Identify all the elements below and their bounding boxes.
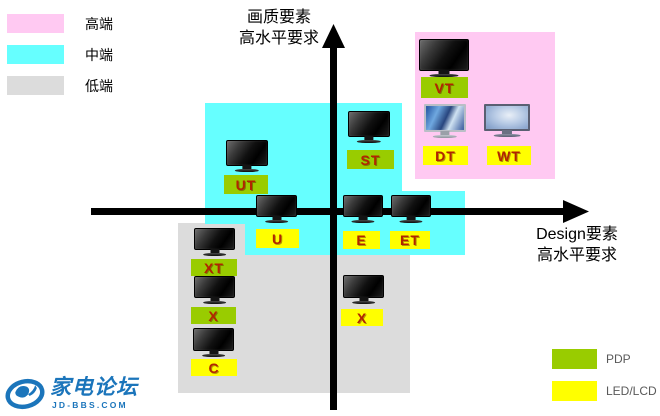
lcd-swatch <box>552 381 597 401</box>
panel-legend-row-pdp: PDP <box>552 349 657 369</box>
mid-range-label: 中端 <box>85 46 113 63</box>
tier-legend-row-high: 高端 <box>7 14 113 33</box>
x-axis-title: Design要素 高水平要求 <box>522 224 632 266</box>
y-axis-line <box>330 45 337 410</box>
logo-title: 家电论坛 <box>50 376 138 399</box>
high-end-label: 高端 <box>85 15 113 32</box>
y-axis-title-line2: 高水平要求 <box>238 30 319 48</box>
forum-logo: 家电论坛 JD-BBS.COM <box>4 376 138 411</box>
low-end-label: 低端 <box>85 77 113 94</box>
tier-legend-row-mid: 中端 <box>7 45 113 64</box>
y-axis-arrowhead-icon <box>322 24 345 48</box>
pdp-label: PDP <box>606 352 631 366</box>
logo-swoosh-icon <box>5 378 45 410</box>
x-axis-title-line1: Design要素 <box>536 226 618 243</box>
pdp-swatch <box>552 349 597 369</box>
tier-legend: 高端 中端 低端 <box>7 14 113 107</box>
mid-range-swatch <box>7 45 64 64</box>
high-end-swatch <box>7 14 64 33</box>
tier-legend-row-low: 低端 <box>7 76 113 95</box>
panel-legend-row-lcd: LED/LCD <box>552 381 657 401</box>
x-axis-arrowhead-icon <box>563 200 589 223</box>
logo-subtitle: JD-BBS.COM <box>52 400 128 411</box>
y-axis-title: 画质要素 高水平要求 <box>231 7 327 49</box>
x-axis-title-line2: 高水平要求 <box>536 247 617 265</box>
x-axis-line <box>91 208 566 215</box>
low-end-swatch <box>7 76 64 95</box>
panel-legend: PDP LED/LCD <box>552 349 657 413</box>
lcd-label: LED/LCD <box>606 384 657 398</box>
y-axis-title-line1: 画质要素 <box>246 9 311 26</box>
